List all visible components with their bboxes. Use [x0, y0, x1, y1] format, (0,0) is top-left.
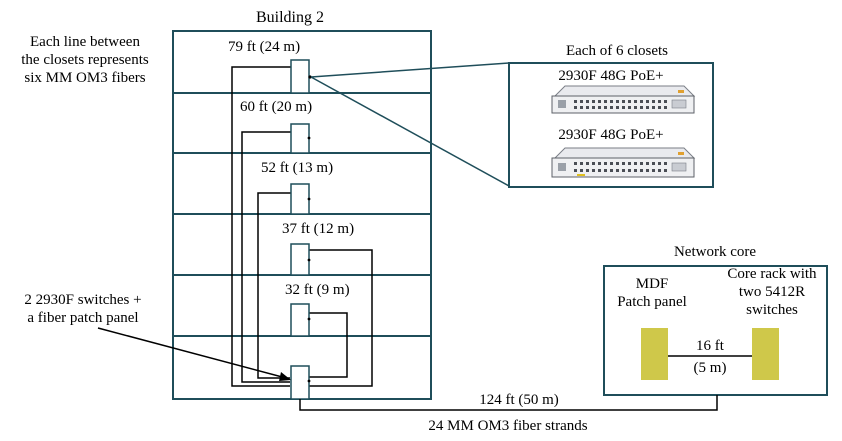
- mdf-note-arrowhead: [279, 372, 291, 381]
- fiber-run-floor-1: [231, 66, 291, 387]
- switch-2-icon: [551, 147, 696, 178]
- core-rack-label-line: switches: [746, 302, 798, 318]
- floor-link-label: 37 ft (12 m): [282, 221, 354, 237]
- switch-model-label: 2930F 48G PoE+: [558, 127, 663, 143]
- uplink-description: 24 MM OM3 fiber strands: [428, 418, 587, 434]
- closet-floor-3[interactable]: [290, 183, 311, 215]
- uplink-line: [299, 395, 718, 411]
- core-link-label: (5 m): [694, 360, 727, 376]
- fiber-run-floor-4: [309, 249, 373, 387]
- fiber-run-floor-2: [241, 131, 291, 383]
- switch-model-label: 2930F 48G PoE+: [558, 68, 663, 84]
- network-core: Network core MDF Patch panel Core rack w…: [603, 244, 828, 396]
- closet-floor-1[interactable]: [290, 59, 312, 94]
- fiber-note: Each line between the closets represents…: [21, 34, 149, 86]
- fiber-run-floor-3: [257, 192, 291, 379]
- callout-line: [310, 62, 510, 78]
- uplink-distance: 124 ft (50 m): [479, 392, 559, 408]
- mdf-note-arrow: [97, 327, 287, 379]
- closet-floor-5[interactable]: [290, 303, 311, 337]
- network-core-title: Network core: [674, 244, 756, 260]
- mdf-note: 2 2930F switches + a fiber patch panel: [24, 292, 291, 381]
- mdf-note-line: a fiber patch panel: [27, 310, 138, 326]
- closet-floor-2[interactable]: [290, 123, 311, 154]
- switch-1-icon: [551, 85, 696, 114]
- building-title: Building 2: [256, 9, 324, 26]
- closets: [290, 59, 312, 400]
- core-rack-label-line: Core rack with: [727, 266, 817, 282]
- callout-line: [310, 76, 510, 187]
- closet-callout: Each of 6 closets 2930F 48G PoE+ 2930F 4…: [310, 43, 714, 188]
- fiber-runs: [231, 66, 373, 387]
- mdf-label-line: Patch panel: [617, 294, 687, 310]
- floor-link-label: 79 ft (24 m): [228, 39, 300, 55]
- floor-link-label: 32 ft (9 m): [285, 282, 350, 298]
- mdf-label-line: MDF: [636, 276, 669, 292]
- closet-mdf[interactable]: [290, 365, 311, 400]
- fiber-note-line: six MM OM3 fibers: [24, 70, 145, 86]
- core-rack[interactable]: [752, 328, 779, 380]
- mdf-patch-panel[interactable]: [641, 328, 668, 380]
- closet-floor-4[interactable]: [290, 243, 311, 276]
- callout-title: Each of 6 closets: [566, 43, 668, 59]
- core-link-label: 16 ft: [696, 338, 725, 354]
- floor-link-label: 60 ft (20 m): [240, 99, 312, 115]
- fiber-note-line: the closets represents: [21, 52, 149, 68]
- floor-link-labels: 79 ft (24 m) 60 ft (20 m) 52 ft (13 m) 3…: [228, 39, 354, 298]
- mdf-note-line: 2 2930F switches +: [24, 292, 141, 308]
- floor-link-label: 52 ft (13 m): [261, 160, 333, 176]
- uplink: 124 ft (50 m) 24 MM OM3 fiber strands: [299, 392, 718, 434]
- fiber-note-line: Each line between: [30, 34, 140, 50]
- core-rack-label-line: two 5412R: [739, 284, 805, 300]
- fiber-run-floor-5: [309, 312, 348, 378]
